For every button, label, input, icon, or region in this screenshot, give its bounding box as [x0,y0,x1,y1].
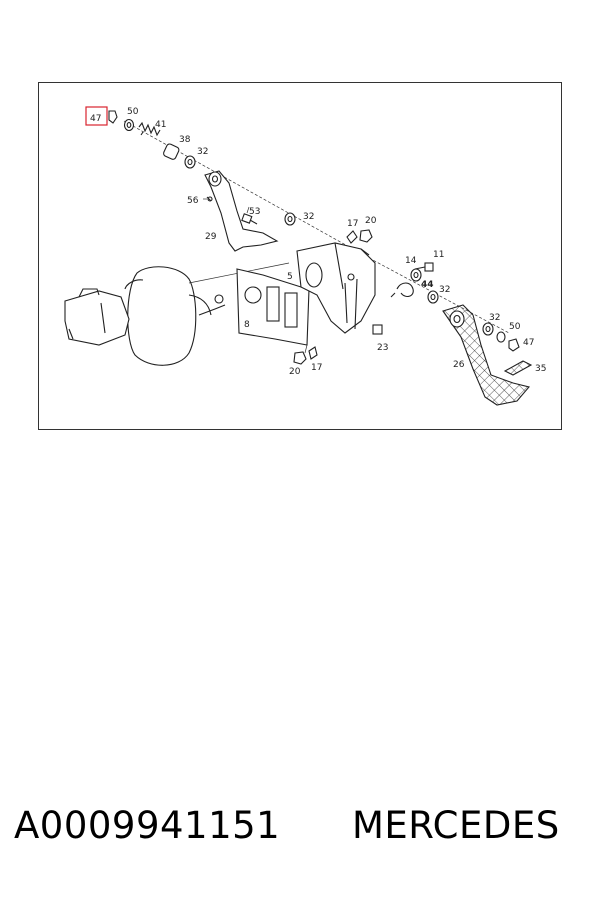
label-47-highlight: 47 [90,114,101,124]
part-47-clip-right [508,338,520,352]
label-14: 14 [405,256,417,266]
part-32-bushing-d [482,322,494,336]
label-41: 41 [155,120,166,130]
label-17-top: 17 [347,219,358,229]
label-35: 35 [535,364,546,374]
part-41-spring [138,121,161,137]
part-23-bolt [372,324,383,335]
label-26: 26 [453,360,465,370]
part-47-clip [85,106,118,126]
label-20-top: 20 [365,216,377,226]
label-32-far-right: 32 [489,313,500,323]
leader-53 [246,206,250,214]
brand-name: MERCEDES [352,804,560,847]
highlight-box [85,106,108,126]
part-32-bushing-c [427,290,439,304]
part-29-brake-pedal [204,170,279,252]
part-5-pedal-bracket [296,242,376,334]
label-29: 29 [205,232,217,242]
axis-line-right [368,257,510,334]
part-20-nut-top [359,229,373,243]
label-47-right: 47 [523,338,534,348]
part-38-bushing [163,143,180,160]
label-5: 5 [287,272,293,282]
part-17-clip-bottom [308,346,318,360]
pedal-assembly-diagram: 47 50 41 38 32 56 53 32 17 20 29 5 14 11… [64,106,546,406]
leader-gasket [304,344,308,354]
label-8: 8 [244,320,250,330]
part-number: A0009941151 [14,804,281,847]
label-32-right: 32 [439,285,450,295]
label-23: 23 [377,343,388,353]
part-26-clutch-pedal [442,304,530,406]
label-56: 56 [187,196,199,206]
label-50-top: 50 [127,107,139,117]
product-footer: A0009941151 MERCEDES [0,804,600,860]
part-50-washer [123,118,135,132]
part-11-bolt [414,262,434,272]
part-35-pedal-pad [503,360,533,376]
label-50-right: 50 [509,322,521,332]
part-20-nut-bottom [293,351,307,365]
part-53-bolt [241,213,258,225]
part-32-bushing-a [184,155,196,169]
part-56-pin [206,196,213,202]
part-17-clip-top [346,230,358,244]
part-44-spring [390,282,414,298]
label-44: 44 [421,280,434,290]
label-20-bottom: 20 [289,367,301,377]
part-50-washer-right [496,331,506,343]
part-8-gasket [236,268,310,346]
label-11: 11 [433,250,444,260]
part-14-washer [410,268,422,282]
parts-diagram-frame: 47 50 41 38 32 56 53 32 17 20 29 5 14 11… [38,82,562,430]
label-17-bottom: 17 [311,363,322,373]
label-32-top: 32 [197,147,208,157]
part-32-bushing-b [284,212,296,226]
label-53: 53 [249,207,260,217]
brake-booster [64,266,226,366]
label-38: 38 [179,135,191,145]
axis-line-top [123,120,370,259]
label-32-mid: 32 [303,212,314,222]
